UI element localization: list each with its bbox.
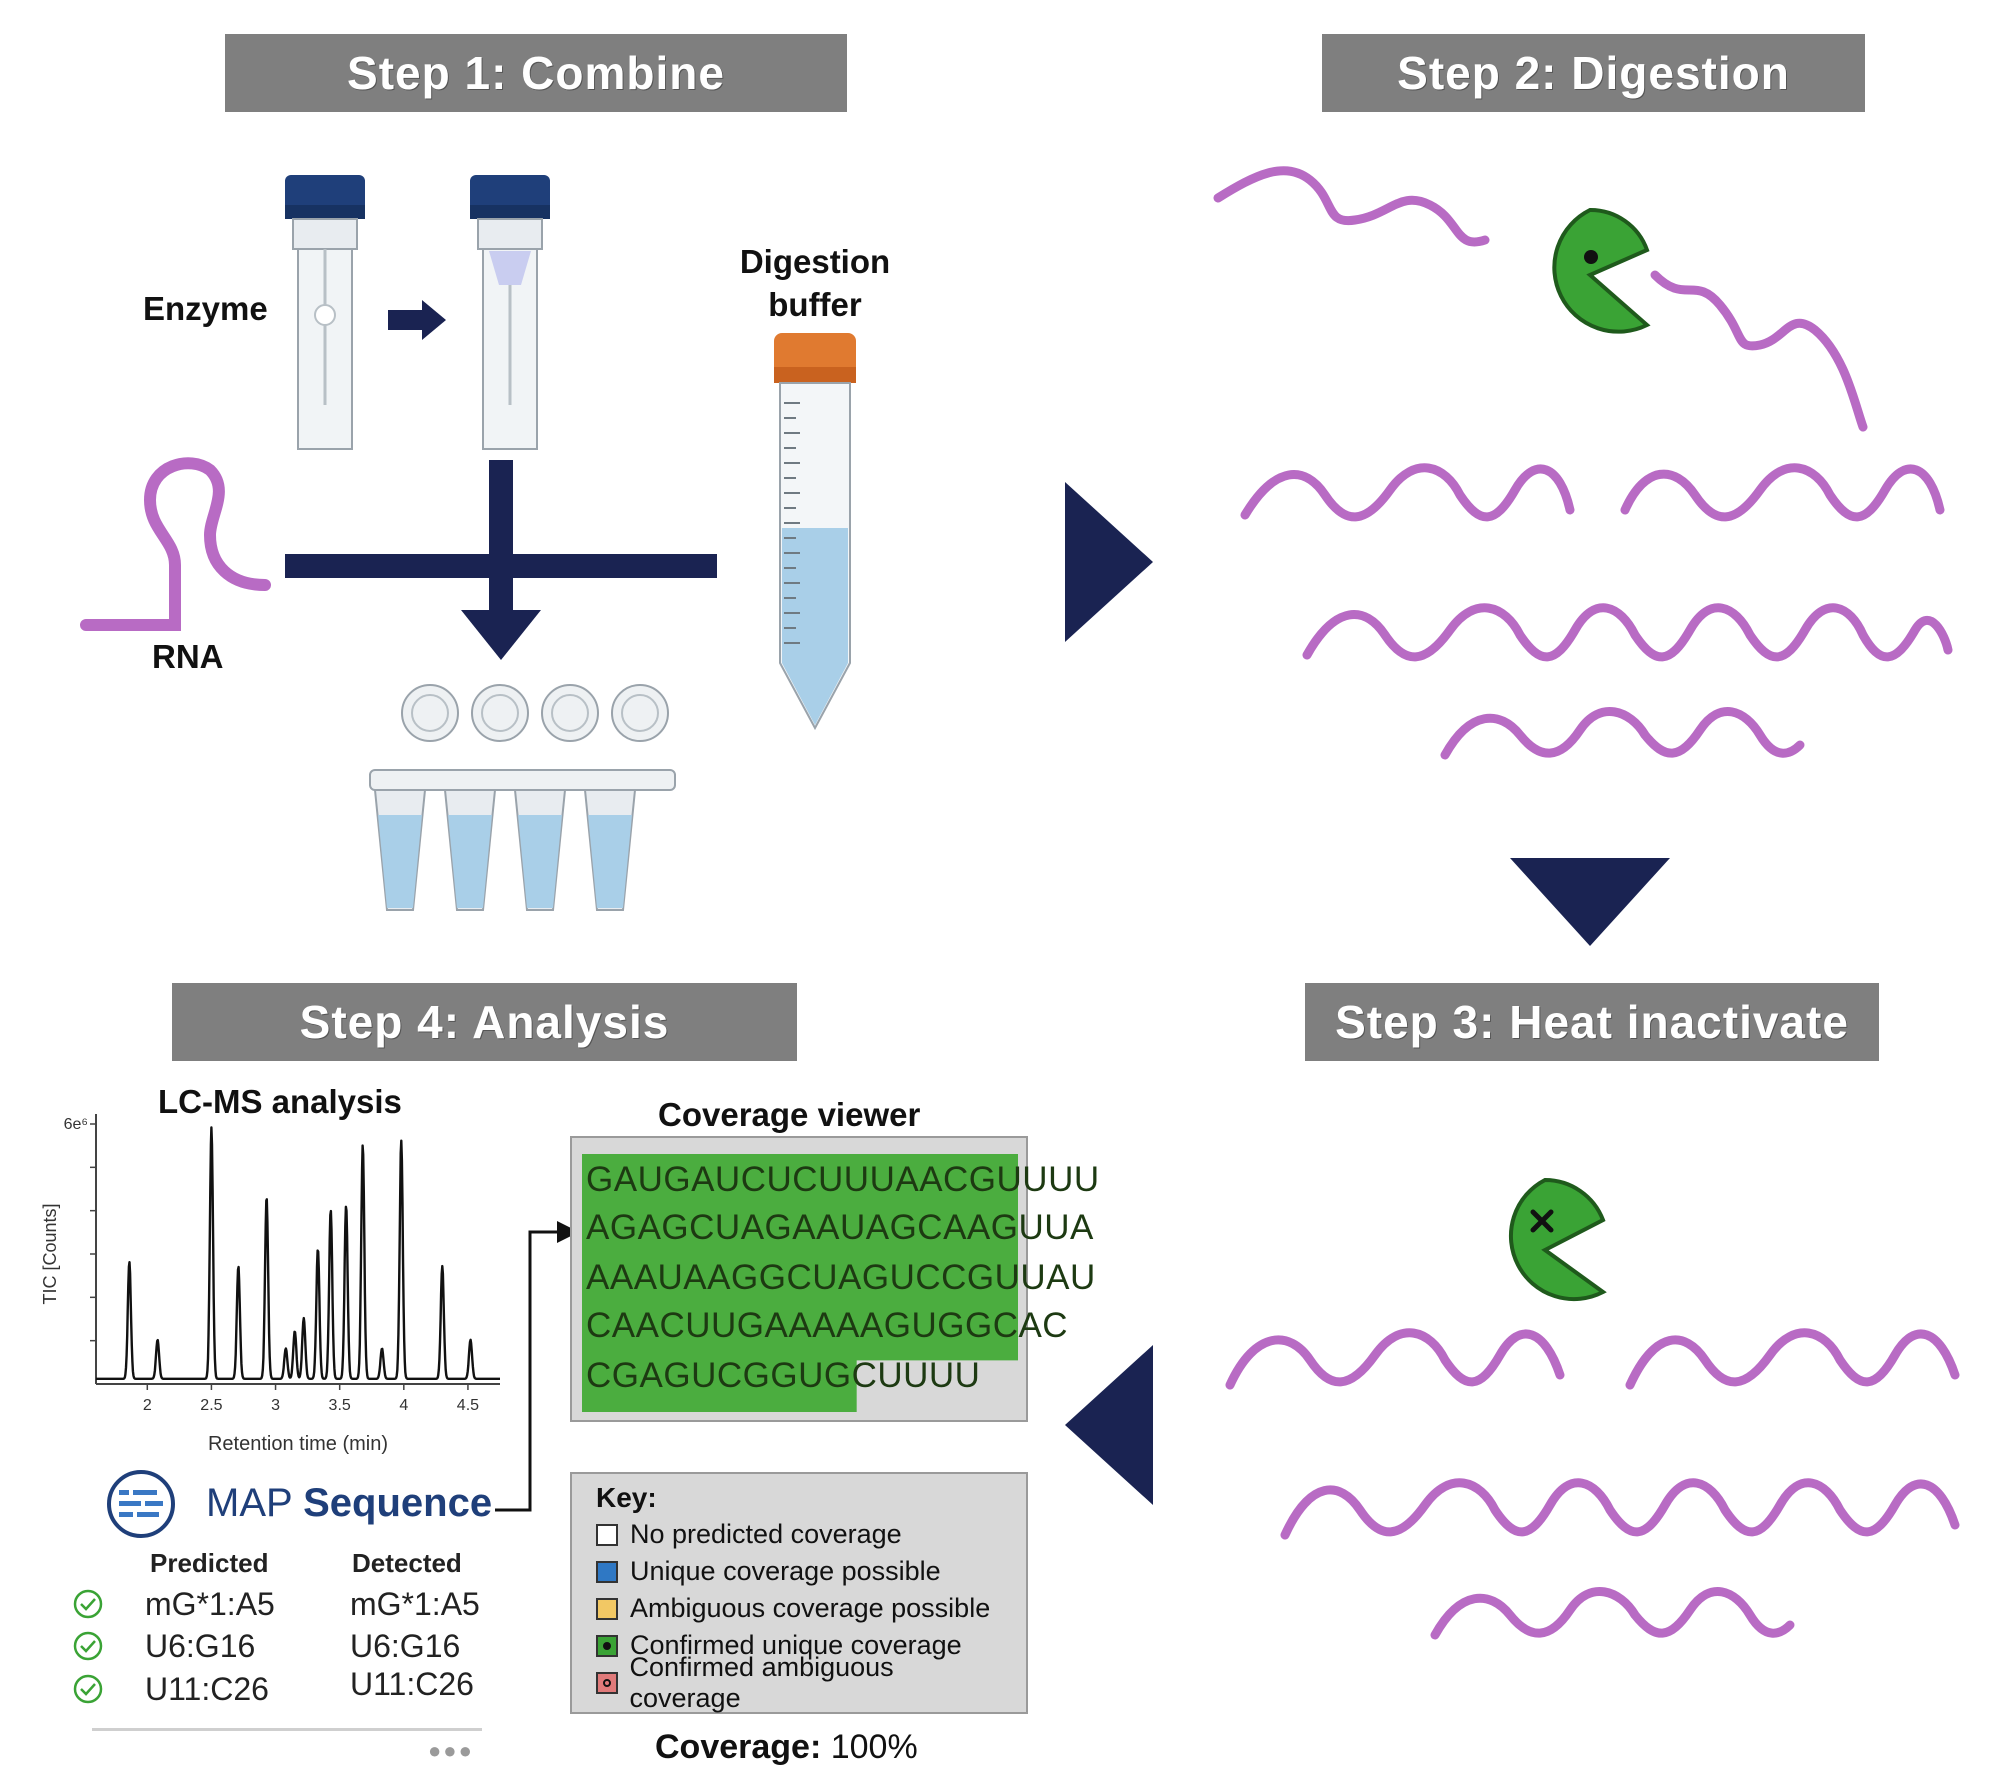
enzyme-label: Enzyme [143, 290, 268, 327]
arrow-right-icon [1065, 482, 1153, 642]
key-item-label: Ambiguous coverage possible [630, 1593, 991, 1623]
key-item-label: Unique coverage possible [630, 1556, 941, 1586]
sequence-line: AGAGCUAGAAUAGCAAGUUA [586, 1208, 1094, 1247]
more-dots-icon[interactable]: ●●● [428, 1738, 474, 1763]
key-item-unique-possible: Unique coverage possible [596, 1553, 1002, 1590]
y-max-label: 6e⁶ [64, 1116, 88, 1133]
key-item-label: Confirmed unique coverage [630, 1630, 962, 1660]
digestion-buffer-label-line1: Digestion [739, 243, 891, 280]
connector-arrow-icon [495, 1221, 579, 1512]
enzyme-tube-icon [285, 175, 365, 450]
map-sequence-logo-icon [107, 1470, 175, 1538]
table-header-detected: Detected [352, 1548, 462, 1578]
brand-name: MAP Sequence [206, 1481, 492, 1526]
x-tick-label: 3.5 [329, 1397, 351, 1414]
x-tick-label: 2.5 [200, 1397, 222, 1414]
key-swatch [596, 1671, 618, 1694]
sequence-line: CGAGUCGGUGCUUUU [586, 1356, 981, 1395]
key-item-label: No predicted coverage [630, 1519, 902, 1549]
brand-name-light: MAP [206, 1481, 292, 1525]
lcms-chromatogram-chart: 2 2.5 3 3.5 4 4.5 6e⁶ TIC [Counts] Retention … [40, 1114, 501, 1455]
rna-hairpin-icon [80, 457, 271, 631]
pacman-inactive-icon [1509, 1177, 1607, 1301]
y-axis-label: TIC [Counts] [40, 1203, 60, 1304]
key-item-no-predicted: No predicted coverage [596, 1516, 1002, 1553]
key-item-ambiguous-possible: Ambiguous coverage possible [596, 1590, 1002, 1627]
table-header-predicted: Predicted [150, 1548, 269, 1578]
table-row-predicted: U6:G16 [145, 1628, 256, 1664]
step1-header: Step 1: Combine [225, 34, 847, 112]
brand-name-bold: Sequence [303, 1481, 493, 1525]
key-swatch [596, 1523, 618, 1546]
coverage-viewer-title: Coverage viewer [658, 1096, 921, 1133]
table-row-detected: U11:C26 [350, 1666, 474, 1702]
step3-header: Step 3: Heat inactivate [1305, 983, 1879, 1061]
key-item-confirmed-ambiguous: Confirmed ambiguous coverage [596, 1652, 1002, 1713]
table-row-predicted: mG*1:A5 [145, 1586, 275, 1622]
rna-label: RNA [152, 638, 224, 675]
digestion-buffer-tube-icon [774, 333, 856, 731]
arrow-left-icon [1065, 1345, 1153, 1505]
arrow-down-icon [1510, 858, 1670, 946]
key-item-label: Confirmed ambiguous coverage [629, 1651, 894, 1713]
heat-inactivate-scene-icon [1225, 1177, 1960, 1640]
x-tick-label: 4.5 [457, 1397, 479, 1414]
sequence-line: AAAUAAGGCUAGUCCGUUAU [586, 1258, 1096, 1297]
sequence-line: CAACUUGAAAAAGUGGCAC [586, 1306, 1069, 1345]
check-circle-icon [73, 1631, 103, 1661]
digestion-buffer-label-line2: buffer [768, 286, 862, 323]
coverage-label: Coverage: [655, 1728, 822, 1766]
x-tick-label: 4 [399, 1397, 408, 1414]
table-row-predicted: U11:C26 [145, 1671, 269, 1707]
digestion-scene-icon [1213, 166, 1953, 760]
coverage-summary: Coverage: 100% [655, 1728, 918, 1767]
key-title: Key: [596, 1482, 657, 1513]
key-swatch [596, 1597, 618, 1620]
combine-arrow-icon [285, 460, 717, 660]
enzyme-tube-mixed-icon [470, 175, 550, 450]
table-divider [92, 1728, 482, 1731]
x-tick-label: 3 [271, 1397, 280, 1414]
coverage-viewer-panel: GAUGAUCUCUUUAACGUUUU AGAGCUAGAAUAGCAAGUU… [570, 1136, 1099, 1422]
check-circle-icon [73, 1674, 103, 1704]
key-item-confirmed-unique: Confirmed unique coverage [596, 1627, 1002, 1664]
table-row-detected: mG*1:A5 [350, 1586, 480, 1622]
enzyme-arrow-icon [388, 300, 446, 340]
step4-header: Step 4: Analysis [172, 983, 797, 1061]
x-tick-label: 2 [143, 1397, 152, 1414]
chromatogram-trace [95, 1126, 501, 1380]
key-swatch [596, 1634, 618, 1657]
pacman-active-icon [1552, 207, 1651, 334]
table-row-detected: U6:G16 [350, 1628, 461, 1664]
sequence-line: GAUGAUCUCUUUAACGUUUU [586, 1160, 1100, 1199]
step2-header: Step 2: Digestion [1322, 34, 1865, 112]
coverage-value: 100% [830, 1728, 918, 1766]
pcr-strip-tubes-icon [369, 684, 676, 911]
check-circle-icon [73, 1589, 103, 1619]
lcms-title: LC-MS analysis [158, 1083, 402, 1120]
key-swatch [596, 1560, 618, 1583]
coverage-key-panel: Key: No predicted coverage Unique covera… [570, 1472, 1028, 1714]
x-axis-label: Retention time (min) [208, 1433, 388, 1455]
